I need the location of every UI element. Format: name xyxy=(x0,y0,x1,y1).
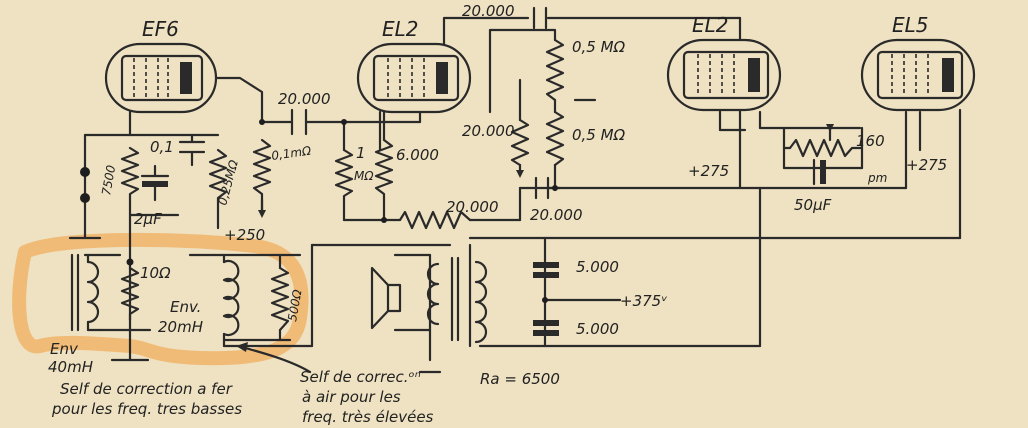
tube-ef6 xyxy=(104,42,218,114)
pot-20000-label: 20.000 xyxy=(462,122,515,140)
speaker-icon xyxy=(370,266,402,330)
res-1m-unit-label: MΩ xyxy=(354,169,374,183)
capacitors xyxy=(140,6,826,336)
highlight-marker xyxy=(12,232,309,366)
junction-dots xyxy=(80,119,558,303)
res-05m-top-label: 0,5 MΩ xyxy=(572,38,626,56)
res-7500-label: 7500 xyxy=(99,164,118,197)
cap-20000-bot-label: 20.000 xyxy=(530,206,583,224)
tube-el2-first xyxy=(356,42,472,114)
cap-20000-mid-label: 20.000 xyxy=(278,90,331,108)
res-10-label: 10Ω xyxy=(140,264,171,282)
note-iron-line1: Self de correction a fer xyxy=(60,380,233,398)
note-iron-line2: pour les freq. tres basses xyxy=(51,400,242,418)
res-05m-bot-label: 0,5 MΩ xyxy=(572,126,626,144)
coil-env-20-value: 20mH xyxy=(158,318,203,336)
ground-symbols xyxy=(68,98,597,374)
tube-el2-second xyxy=(666,38,782,112)
resistors xyxy=(120,38,864,332)
res-20000-h-label: 20.000 xyxy=(446,198,499,216)
coils xyxy=(70,253,488,348)
tube-label-el5: EL5 xyxy=(892,13,929,37)
tube-label-el2-first: EL2 xyxy=(382,17,419,41)
note-air-line1: Self de correc.ᵒⁿ xyxy=(300,368,421,386)
cap-2uf-label: 2μF xyxy=(134,210,162,228)
coil-env-20-label: Env. xyxy=(170,298,201,316)
res-6000-label: 6.000 xyxy=(396,146,439,164)
res-160-label: 160 xyxy=(856,132,885,150)
cap-50uf-label: 50μF xyxy=(794,196,832,214)
tube-label-ef6: EF6 xyxy=(142,17,179,41)
ra-label: Ra = 6500 xyxy=(480,370,560,388)
note-air-line3: freq. très élevées xyxy=(302,408,434,426)
tube-el5 xyxy=(860,38,976,112)
supply-250-label: +250 xyxy=(224,226,265,244)
cap-5000-bot-label: 5.000 xyxy=(576,320,619,338)
pm-label: pm xyxy=(867,171,887,185)
note-air-line2: à air pour les xyxy=(302,388,401,406)
supply-275-label: +275 xyxy=(688,162,729,180)
cap-5000-top-label: 5.000 xyxy=(576,258,619,276)
wiring xyxy=(83,16,962,362)
coil-env-40-value: 40mH xyxy=(48,358,93,376)
cap-01-label: 0,1 xyxy=(150,138,174,156)
note-arrow xyxy=(236,342,312,374)
cap-20000-top-label: 20.000 xyxy=(462,2,515,20)
res-500-label: 500Ω xyxy=(285,288,305,323)
labels: EF6 EL2 EL2 EL5 20.000 20.000 20.000 20.… xyxy=(48,2,947,426)
tube-label-el2-second: EL2 xyxy=(692,13,729,37)
supply-275b-label: +275 xyxy=(906,156,947,174)
res-01m-label: 0,1mΩ xyxy=(270,143,312,163)
res-1m-label: 1 xyxy=(356,144,366,162)
supply-375-label: +375ᵛ xyxy=(620,292,667,310)
coil-env-40-label: Env xyxy=(50,340,79,358)
